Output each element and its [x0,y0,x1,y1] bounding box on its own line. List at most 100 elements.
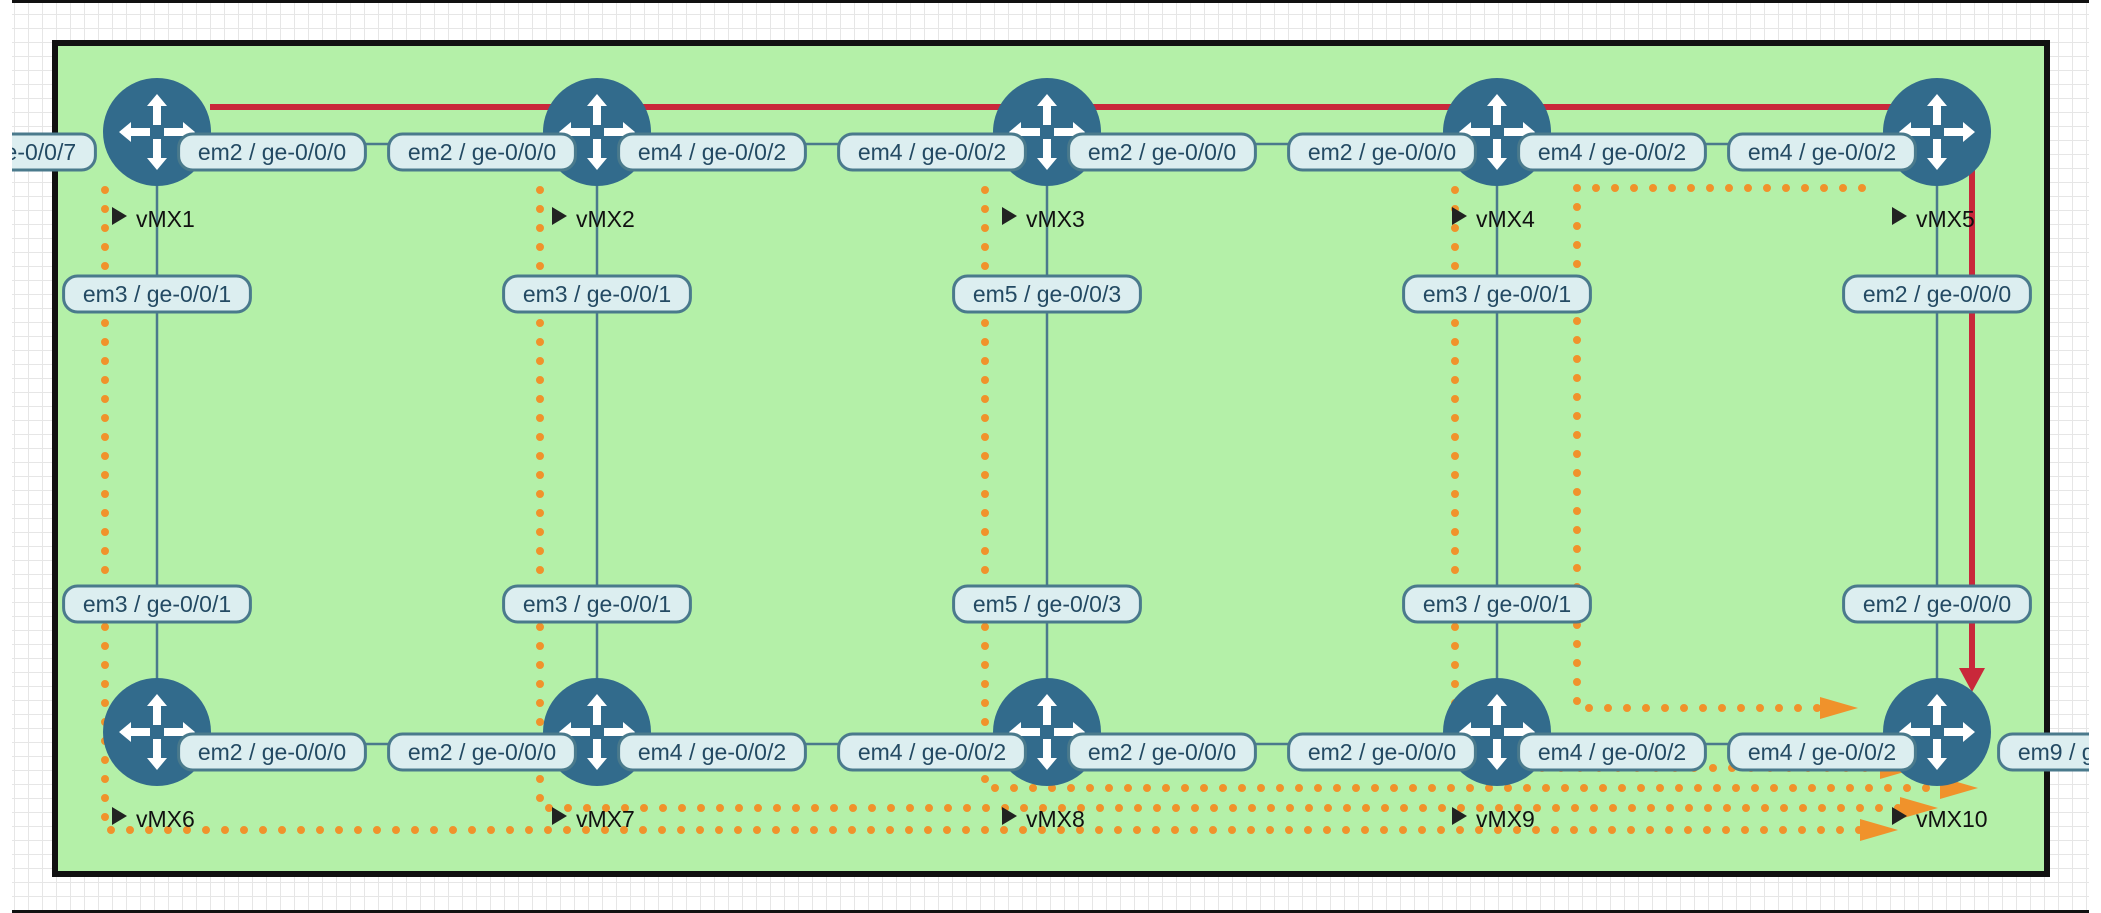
router-arrow-shape [1487,694,1507,725]
interface-label-box [617,732,807,772]
interface-label: em2 / ge-0/0/0 [1287,732,1477,772]
interface-label-text: em4 / ge-0/0/2 [1748,139,1896,165]
primary-path-arrow [1959,668,1985,692]
interface-label-text: em9 / ge-0/0/7 [0,139,76,165]
router-arrow [1487,139,1507,170]
interface-label-text: em2 / ge-0/0/0 [1863,591,2011,617]
router-arrow [1487,94,1507,125]
interface-label: em2 / ge-0/0/0 [387,132,577,172]
router-arrow [1944,722,1975,742]
interface-label-text: em5 / ge-0/0/3 [973,281,1121,307]
interface-label-box [177,732,367,772]
hostname-label: vMX5 [1916,206,1975,232]
interface-label-text: em4 / ge-0/0/2 [1538,739,1686,765]
backup-path-line [1451,186,1884,772]
router-arrow [119,722,150,742]
interface-label-box [502,584,692,624]
interface-label-text: em2 / ge-0/0/0 [1308,139,1456,165]
router-arrow-shape [1927,694,1947,725]
hostname-label: vMX6 [136,806,195,832]
interface-label-text: em4 / ge-0/0/2 [858,139,1006,165]
router-arrow [1487,739,1507,770]
interface-label-text: em3 / ge-0/0/1 [83,281,231,307]
router-arrow [147,694,167,725]
backup-path-line [981,186,1944,792]
router-arrow [587,694,607,725]
router-arrow-shape [1037,139,1057,170]
play-triangle-icon [1452,807,1467,825]
hostname-group: vMX4 [1452,206,1535,232]
interface-label-box [1067,732,1257,772]
backup-path-line [536,186,1904,812]
interface-label-text: em2 / ge-0/0/0 [408,139,556,165]
hostname-label: vMX4 [1476,206,1535,232]
interface-label-text: em4 / ge-0/0/2 [638,739,786,765]
router-arrow-shape [587,94,607,125]
router-arrow [587,739,607,770]
router-arrow-shape [147,139,167,170]
interface-label-text: em4 / ge-0/0/2 [858,739,1006,765]
router-arrow-shape [587,694,607,725]
interface-label: em4 / ge-0/0/2 [837,132,1027,172]
interface-label-text: em4 / ge-0/0/2 [638,139,786,165]
interface-label-text: em2 / ge-0/0/0 [198,139,346,165]
router-arrow [1487,694,1507,725]
interface-label-box [1287,732,1477,772]
interface-label-box [837,132,1027,172]
hostname-group: vMX9 [1452,806,1535,832]
router-arrow [119,122,150,142]
interface-label-text: em9 / ge-0/0/7 [2018,739,2101,765]
interface-label-text: em2 / ge-0/0/0 [198,739,346,765]
router-arrow [147,94,167,125]
interface-label-text: em2 / ge-0/0/0 [1088,739,1236,765]
router-arrow-shape [147,739,167,770]
interface-label: em2 / ge-0/0/0 [1842,274,2032,314]
backup-path-arrow [1860,819,1898,841]
router-arrow-shape [1487,94,1507,125]
interface-label-box [952,274,1142,314]
interface-label-text: em2 / ge-0/0/0 [1088,139,1236,165]
interface-label-box [62,584,252,624]
interface-labels: em2 / ge-0/0/0 em2 / ge-0/0/0 em4 / ge-0/0… [0,132,2101,772]
router-arrow-shape [147,94,167,125]
interface-label: em3 / ge-0/0/1 [62,274,252,314]
interface-label-text: em2 / ge-0/0/0 [1308,739,1456,765]
router-arrow-shape [119,722,150,742]
interface-label-text: em3 / ge-0/0/1 [1423,281,1571,307]
edge-interface-label: em9 / ge-0/0/7 [1997,732,2101,772]
interface-label: em3 / ge-0/0/1 [1402,584,1592,624]
interface-label-text: em4 / ge-0/0/2 [1538,139,1686,165]
router-arrow [1037,739,1057,770]
interface-label: em4 / ge-0/0/2 [1517,132,1707,172]
interface-label-text: em3 / ge-0/0/1 [523,281,671,307]
interface-label-box [1517,732,1707,772]
interface-label: em2 / ge-0/0/0 [177,132,367,172]
interface-label: em2 / ge-0/0/0 [177,732,367,772]
hostname-group: vMX6 [112,806,195,832]
router-arrow-shape [1927,739,1947,770]
interface-label-text: em2 / ge-0/0/0 [408,739,556,765]
interface-label: em4 / ge-0/0/2 [617,732,807,772]
interface-label: em3 / ge-0/0/1 [502,584,692,624]
router-arrow [1927,94,1947,125]
router-arrow-shape [587,139,607,170]
interface-label-box [1067,132,1257,172]
interface-label-box [617,132,807,172]
interface-label: em4 / ge-0/0/2 [1727,132,1917,172]
interface-label-text: em3 / ge-0/0/1 [83,591,231,617]
router-arrow [1927,694,1947,725]
hostname-label: vMX7 [576,806,635,832]
router-arrow-shape [1487,139,1507,170]
interface-label-text: em5 / ge-0/0/3 [973,591,1121,617]
interface-label-box [1842,274,2032,314]
router-arrow-shape [1927,139,1947,170]
router-arrow [1037,139,1057,170]
hostname-label: vMX3 [1026,206,1085,232]
router-arrow-shape [119,122,150,142]
hostname-group: vMX2 [552,206,635,232]
interface-label-box [387,732,577,772]
router-arrow-shape [587,739,607,770]
interface-label-text: em3 / ge-0/0/1 [1423,591,1571,617]
interface-label: em2 / ge-0/0/0 [1842,584,2032,624]
